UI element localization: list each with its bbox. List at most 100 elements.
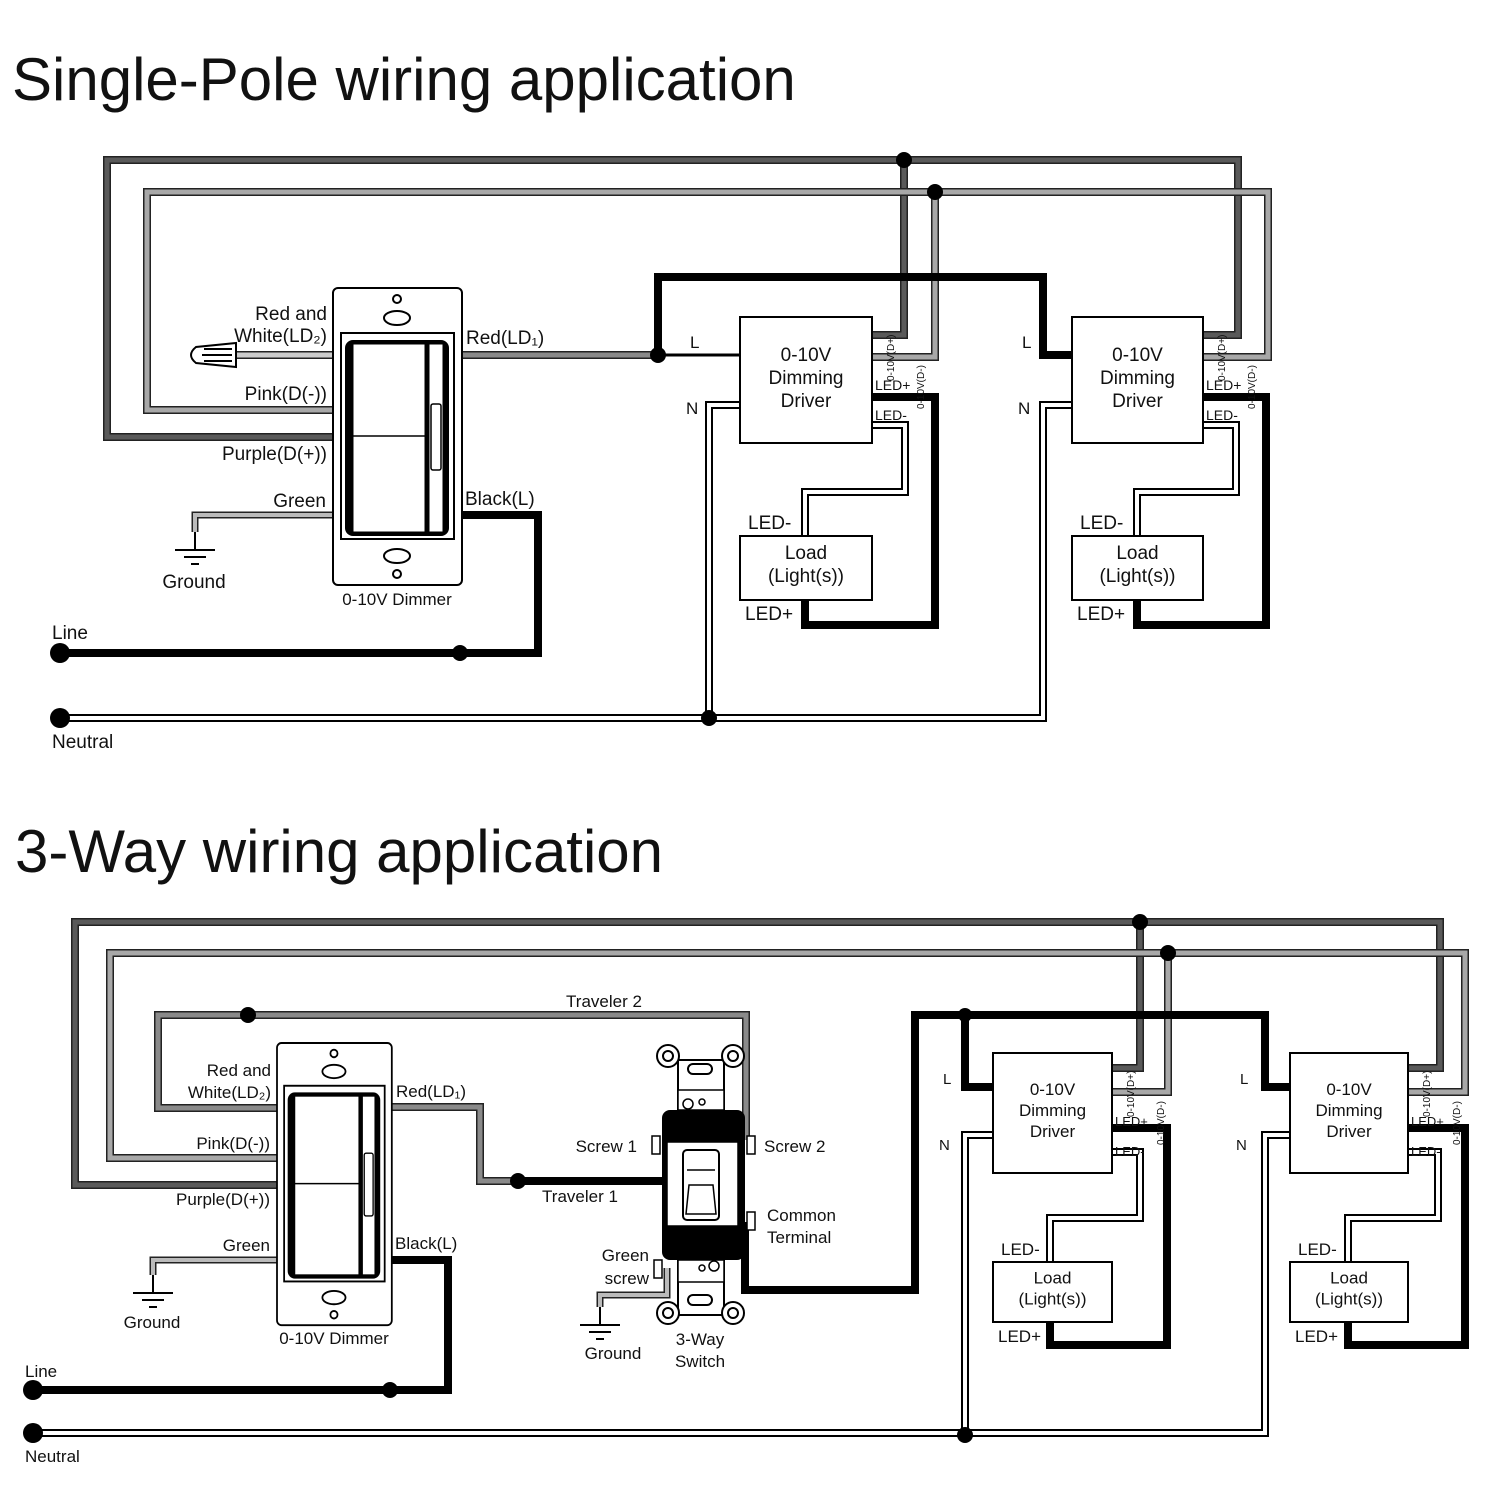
junction-dot: [958, 1008, 972, 1022]
red-white-label: Red and: [207, 1061, 271, 1080]
traveler-2-wire: [155, 1012, 749, 1140]
driver-box: [1289, 1052, 1409, 1174]
neutral-branch: [963, 1133, 993, 1433]
load-label: (Light(s)): [768, 566, 844, 587]
junction-dot: [1132, 914, 1148, 930]
driver-title: 0-10V: [1030, 1080, 1076, 1099]
line-label: Line: [25, 1362, 57, 1381]
led-minus-wire-2: [1135, 423, 1238, 536]
single-pole-title: Single-Pole wiring application: [12, 46, 796, 113]
junction-dot: [650, 347, 666, 363]
screw-1-label: Screw 1: [576, 1137, 637, 1156]
pink-branch: [1112, 953, 1171, 1095]
neutral-wire: [33, 1133, 1290, 1435]
single-pole-section: Single-Pole wiring application: [12, 46, 1272, 753]
load-label: (Light(s)): [1018, 1290, 1086, 1309]
three-way-title: 3-Way wiring application: [15, 818, 663, 885]
led-plus-label: LED+: [1411, 1114, 1444, 1129]
dimmer-paddle: [294, 1095, 360, 1276]
driver-title: Dimming: [1019, 1101, 1086, 1120]
three-way-section: 3-Way wiring application: [15, 818, 1469, 1466]
mount-slot-icon: [383, 548, 411, 564]
load-led-plus-label: LED+: [1077, 604, 1125, 625]
line-terminal-dot: [50, 643, 70, 663]
line-to-drivers-wire: [654, 273, 1072, 359]
driver-title: Driver: [1326, 1122, 1372, 1141]
ground-label: Ground: [124, 1313, 181, 1332]
junction-dot: [896, 152, 912, 168]
load-led-minus-label: LED-: [1080, 513, 1123, 534]
neutral-label: Neutral: [52, 732, 113, 753]
common-screw-icon: [746, 1211, 756, 1231]
switch-label: Switch: [675, 1352, 725, 1371]
led-minus-label: LED-: [1411, 1144, 1441, 1159]
led-plus-wire-2: [1133, 393, 1270, 629]
green-wire-outline: [149, 1256, 277, 1275]
ground-label: Ground: [162, 572, 225, 593]
load-box: [1071, 535, 1204, 601]
switch-label: 3-Way: [676, 1330, 725, 1349]
dimmer-slider: [430, 403, 442, 471]
neutral-terminal-dot: [50, 708, 70, 728]
junction-dot: [701, 710, 717, 726]
pink-label: Pink(D(-)): [196, 1134, 270, 1153]
common-terminal-label: Terminal: [767, 1228, 831, 1247]
led-minus-wire-2: [1346, 1150, 1440, 1262]
d-minus-label: 0-10V(D-): [1156, 1101, 1167, 1145]
load-led-plus-label: LED+: [745, 604, 793, 625]
pink-wire: [144, 189, 1271, 413]
green-screw-label: Green: [602, 1246, 649, 1265]
driver-n-label: N: [686, 399, 698, 418]
driver-n-label: N: [1236, 1137, 1247, 1154]
led-minus-label: LED-: [875, 407, 907, 423]
line-wire: [33, 1256, 452, 1394]
load-label: Load: [1116, 543, 1158, 564]
wire-nut-icon: [190, 341, 237, 369]
driver-title: 0-10V: [1326, 1080, 1372, 1099]
junction-dot: [240, 1007, 256, 1023]
junction-dot: [452, 645, 468, 661]
traveler-1-label: Traveler 1: [542, 1187, 618, 1206]
driver-box: [992, 1052, 1113, 1174]
d-minus-label: 0-10V(D-): [916, 365, 927, 409]
red-white-label: Red and: [255, 304, 327, 325]
d-plus-label: 0-10V(D+): [1217, 335, 1228, 381]
green-wire: [193, 513, 333, 532]
common-terminal-label: Common: [767, 1206, 836, 1225]
load-label: Load: [785, 543, 827, 564]
dimmer-switch: [332, 287, 463, 586]
green-label: Green: [273, 491, 326, 512]
purple-label: Purple(D(+)): [176, 1190, 270, 1209]
mount-slot-icon: [321, 1290, 347, 1306]
driver-title: Driver: [1112, 391, 1163, 412]
load-led-plus-label: LED+: [998, 1327, 1041, 1346]
neutral-branch-outline: [705, 401, 740, 718]
red-label: Red(LD₁): [466, 328, 544, 349]
switch-ground-icon: [580, 1307, 620, 1340]
ground-icon: [133, 1275, 173, 1308]
driver-title: Dimming: [769, 368, 844, 389]
screw-2-label: Screw 2: [764, 1137, 825, 1156]
purple-branch-outline: [1112, 922, 1144, 1072]
driver-box: [739, 316, 873, 444]
red-white-label: White(LD₂): [234, 326, 327, 347]
line-wire: [60, 511, 542, 657]
dimming-driver-1: 0-10VDimmingDriverLNLED+LED-0-10V(D+)0-1…: [686, 316, 927, 625]
dimming-driver-2: 0-10VDimmingDriverLNLED+LED-0-10V(D+)0-1…: [1236, 1052, 1463, 1346]
driver-box: [1071, 316, 1204, 444]
pink-label: Pink(D(-)): [245, 384, 327, 405]
mount-slot-icon: [383, 310, 411, 326]
junction-dot: [510, 1173, 526, 1189]
led-plus-wire-1: [801, 393, 939, 629]
driver-title: 0-10V: [781, 345, 832, 366]
purple-wire: [72, 919, 1443, 1188]
traveler-2-label: Traveler 2: [566, 992, 642, 1011]
green-wire-outline: [191, 511, 333, 532]
d-plus-label: 0-10V(D+): [886, 335, 897, 381]
neutral-label: Neutral: [25, 1447, 80, 1466]
d-minus-label: 0-10V(D-): [1247, 365, 1258, 409]
junction-dot: [927, 184, 943, 200]
purple-wire: [104, 157, 1241, 440]
driver-title: Dimming: [1100, 368, 1175, 389]
neutral-branch-outline: [961, 1131, 993, 1433]
